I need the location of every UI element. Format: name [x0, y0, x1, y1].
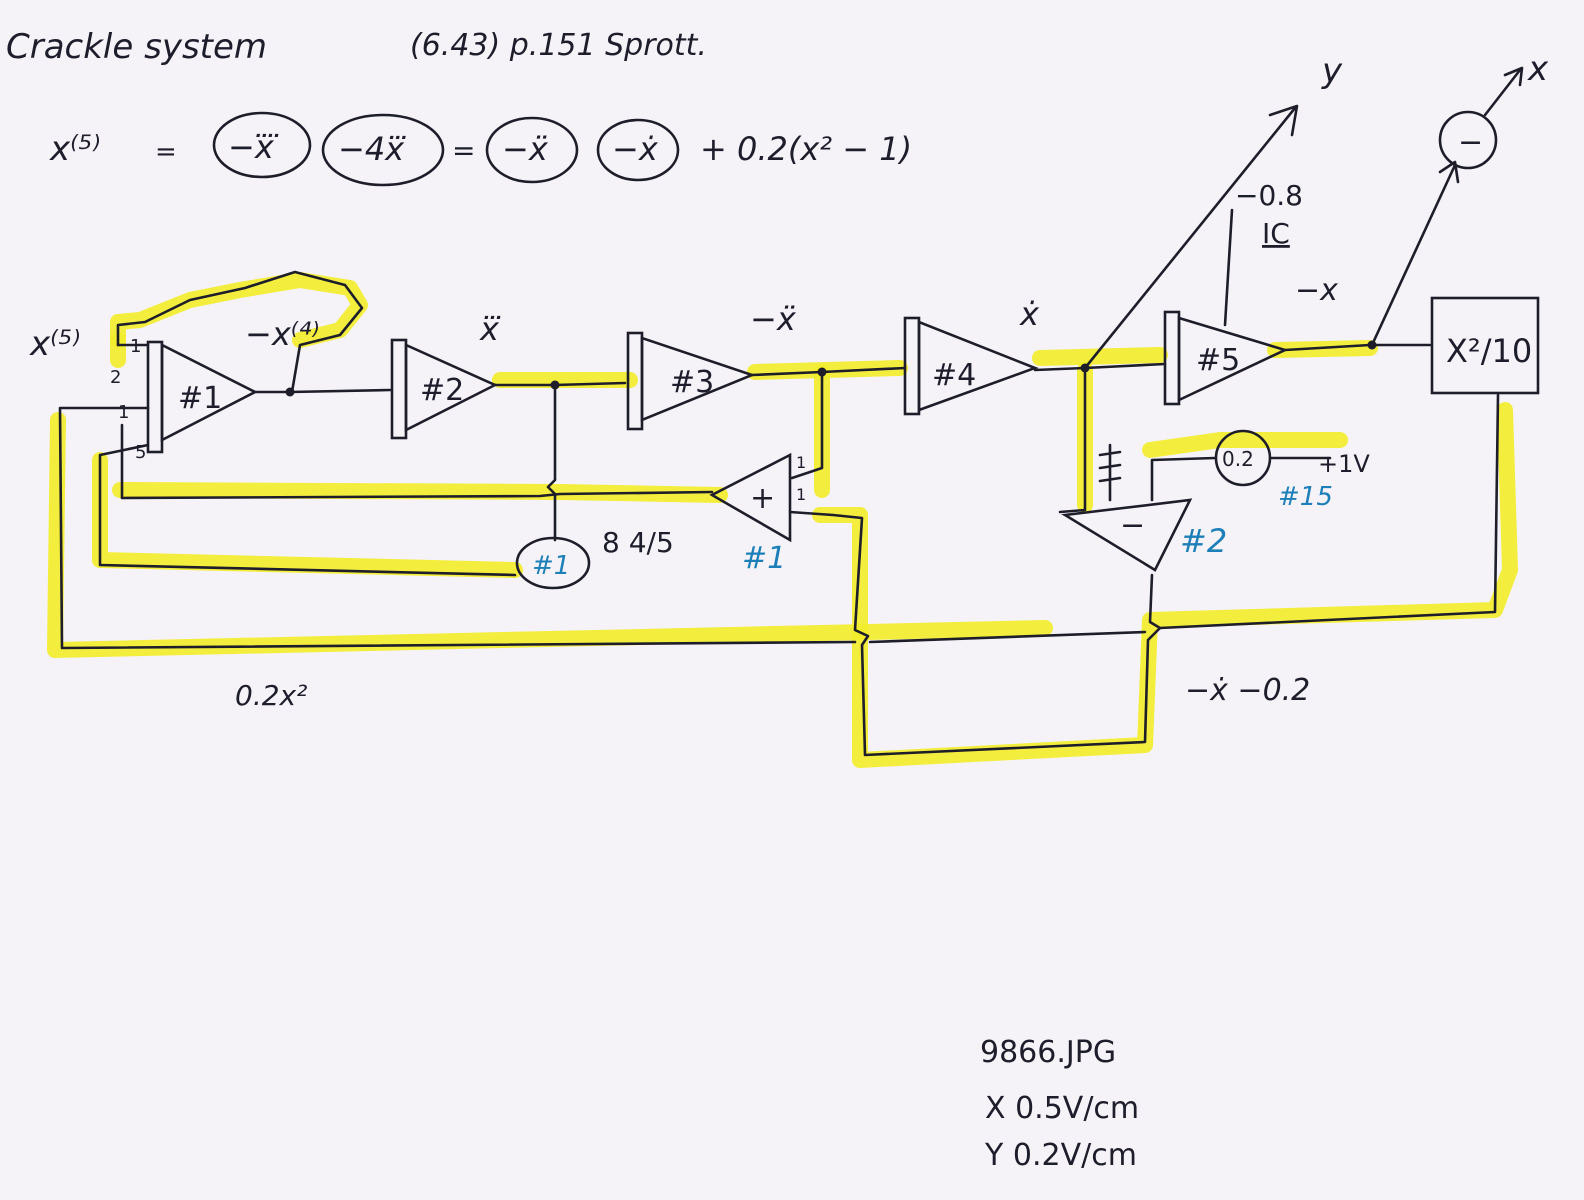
gain-label: 8 4/5 [602, 526, 674, 559]
label-ic-value: −0.8 [1235, 179, 1303, 212]
term-circle-1 [212, 111, 312, 179]
equation: x⁽⁵⁾ = −x⃜ −4x⃛ = −ẍ −ẋ + 0.2(x² − 1) [49, 111, 912, 187]
term-circle-4 [596, 118, 680, 182]
integrator-2: #2 [390, 338, 499, 440]
equation-term-5: −ẋ [612, 130, 659, 168]
squarer-label: X²/10 [1446, 332, 1532, 370]
potentiometer-15-id: #15 [1278, 482, 1333, 512]
title: Crackle system [6, 27, 267, 67]
integrator-1-weights: 1 2 1 5 [110, 336, 146, 463]
equation-lhs: x⁽⁵⁾ [49, 129, 100, 169]
equation-equals: = [155, 137, 177, 167]
weight-1: 1 [130, 336, 141, 357]
footer-notes: 9866.JPG X 0.5V/cm Y 0.2V/cm [980, 1035, 1139, 1173]
summer-plus-sign: + [750, 481, 775, 516]
label-ic: IC [1262, 217, 1290, 250]
weight-2: 2 [110, 367, 121, 388]
integrator-3: #3 [626, 331, 756, 431]
signal-labels: x⁽⁵⁾ −x⁽⁴⁾ x⃛ −ẍ ẋ −x −0.8 IC y x 0.2x² … [29, 49, 1549, 712]
potentiometer-value: 0.2 [1222, 447, 1254, 471]
equation-term-6: + 0.2(x² − 1) [700, 130, 912, 168]
label-y-out: y [1321, 51, 1343, 91]
integrator-4: #4 [903, 316, 1039, 416]
supply-label: +1V [1318, 450, 1370, 478]
summer-minus-sign: − [1120, 508, 1145, 543]
integrator-3-label: #3 [670, 365, 714, 400]
summer-plus-id: #1 [742, 541, 786, 576]
integrator-1: #1 [146, 340, 258, 454]
integrator-2-label: #2 [420, 373, 464, 408]
label-x4: −x⁽⁴⁾ [245, 315, 319, 353]
ground-symbol [1098, 443, 1122, 502]
inverter: − [1438, 110, 1498, 170]
label-x-out: x [1527, 49, 1549, 89]
squarer-block: X²/10 [1430, 296, 1540, 395]
equation-term-4: −ẍ [502, 130, 549, 168]
label-x2: −ẍ [750, 300, 797, 338]
arrowheads [1268, 66, 1524, 184]
label-x3: x⃛ [479, 310, 501, 348]
integrator-5: #5 [1163, 310, 1289, 406]
label-offset: −ẋ −0.2 [1185, 673, 1310, 708]
label-x1: ẋ [1019, 295, 1040, 333]
summer-minus: − #2 [1061, 498, 1227, 572]
integrator-1-label: #1 [178, 381, 222, 416]
summer-minus-id: #2 [1180, 522, 1227, 560]
y-scale: Y 0.2V/cm [984, 1138, 1137, 1173]
integrator-5-label: #5 [1196, 343, 1240, 378]
reference: (6.43) p.151 Sprott. [410, 28, 707, 63]
summer-plus-input-2: 1 [796, 485, 806, 504]
term-circle-3 [485, 116, 579, 184]
integrator-4-label: #4 [932, 358, 976, 393]
potentiometer-1-id: #1 [532, 551, 570, 581]
header: Crackle system (6.43) p.151 Sprott. [6, 27, 707, 67]
file-name: 9866.JPG [980, 1035, 1116, 1070]
x-scale: X 0.5V/cm [985, 1091, 1139, 1126]
potentiometer-1: #1 8 4/5 [515, 526, 674, 590]
weight-4: 5 [135, 442, 146, 463]
label-xneg: −x [1295, 273, 1338, 308]
potentiometer-15: 0.2 +1V #15 [1214, 429, 1370, 512]
label-x5: x⁽⁵⁾ [29, 324, 80, 364]
equation-term-1: −x⃜ [228, 128, 279, 166]
inverter-sign: − [1458, 125, 1483, 160]
equation-term-2: −4x⃛ [338, 130, 406, 168]
summer-plus-input-1: 1 [796, 453, 806, 472]
term-circle-2 [321, 113, 445, 187]
weight-3: 1 [118, 402, 129, 423]
label-x2-term: 0.2x² [235, 679, 307, 712]
junctions [285, 340, 1377, 397]
equation-term-3: = [452, 134, 475, 167]
summer-plus: + 1 1 #1 [709, 452, 806, 576]
